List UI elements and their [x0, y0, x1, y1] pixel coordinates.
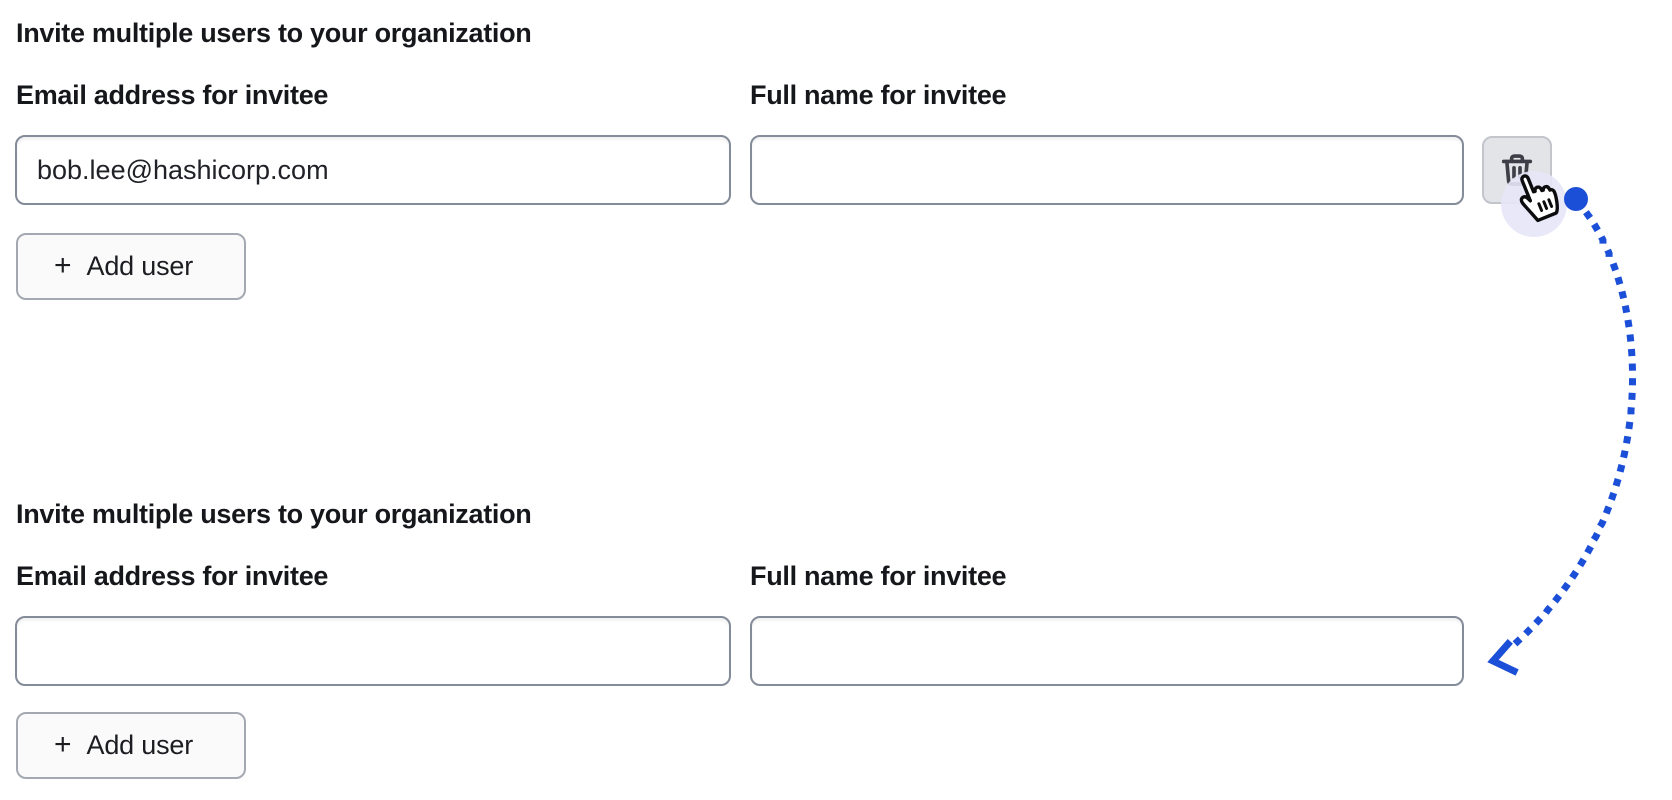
- email-input-2[interactable]: [15, 616, 731, 686]
- add-user-label: Add user: [86, 730, 194, 760]
- plus-icon: +: [54, 727, 72, 761]
- fullname-input-1[interactable]: [750, 135, 1464, 205]
- fullname-label-2: Full name for invitee: [750, 561, 1007, 591]
- add-user-label: Add user: [86, 251, 194, 281]
- email-label-2: Email address for invitee: [16, 561, 329, 591]
- plus-icon: +: [54, 248, 72, 282]
- section-2-heading: Invite multiple users to your organizati…: [16, 499, 532, 529]
- add-user-button-1[interactable]: + Add user: [16, 233, 246, 300]
- email-input-1[interactable]: [15, 135, 731, 205]
- section-1-heading: Invite multiple users to your organizati…: [16, 18, 532, 48]
- fullname-input-2[interactable]: [750, 616, 1464, 686]
- fullname-label-1: Full name for invitee: [750, 80, 1007, 110]
- trash-icon: [1498, 151, 1536, 189]
- arrow-start-dot: [1564, 187, 1588, 211]
- delete-row-button[interactable]: [1482, 136, 1552, 204]
- email-label-1: Email address for invitee: [16, 80, 329, 110]
- arrowhead: [1487, 639, 1519, 676]
- add-user-button-2[interactable]: + Add user: [16, 712, 246, 779]
